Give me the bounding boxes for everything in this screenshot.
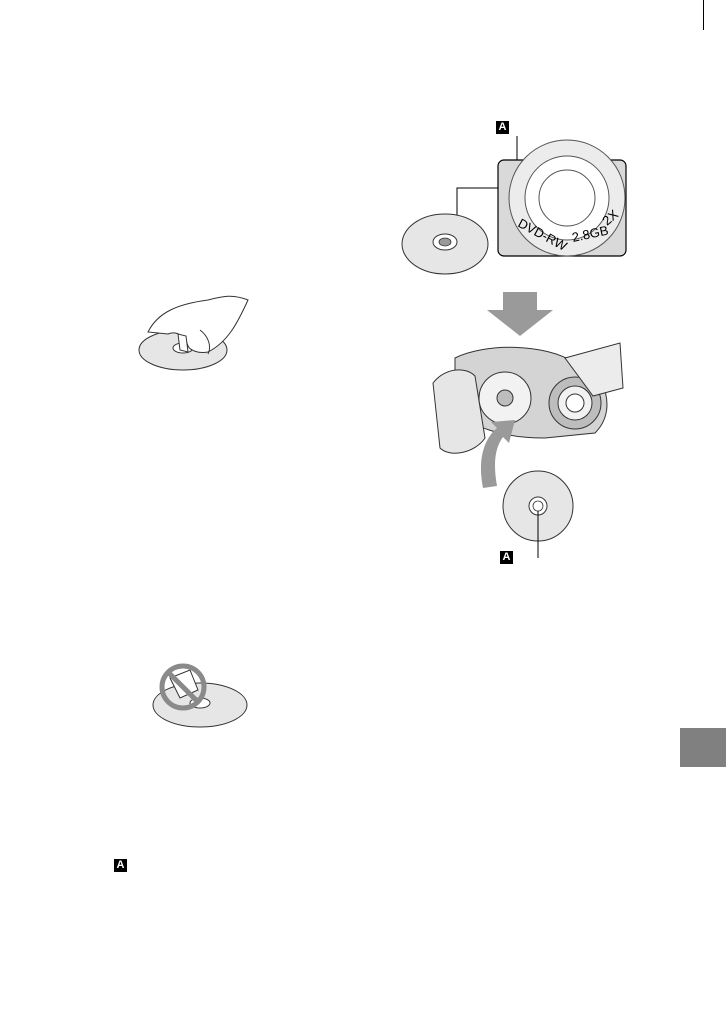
disc-label-figure: DVD-RW 2.8GB 2X (395, 130, 635, 280)
label-a-footnote: A (114, 859, 127, 872)
no-touch-illustration (150, 660, 250, 740)
section-tab (680, 728, 726, 767)
camcorder-insert-illustration (425, 288, 635, 568)
label-a-insert: A (500, 551, 513, 564)
crop-mark (703, 0, 704, 30)
hold-disc-illustration (138, 292, 258, 382)
